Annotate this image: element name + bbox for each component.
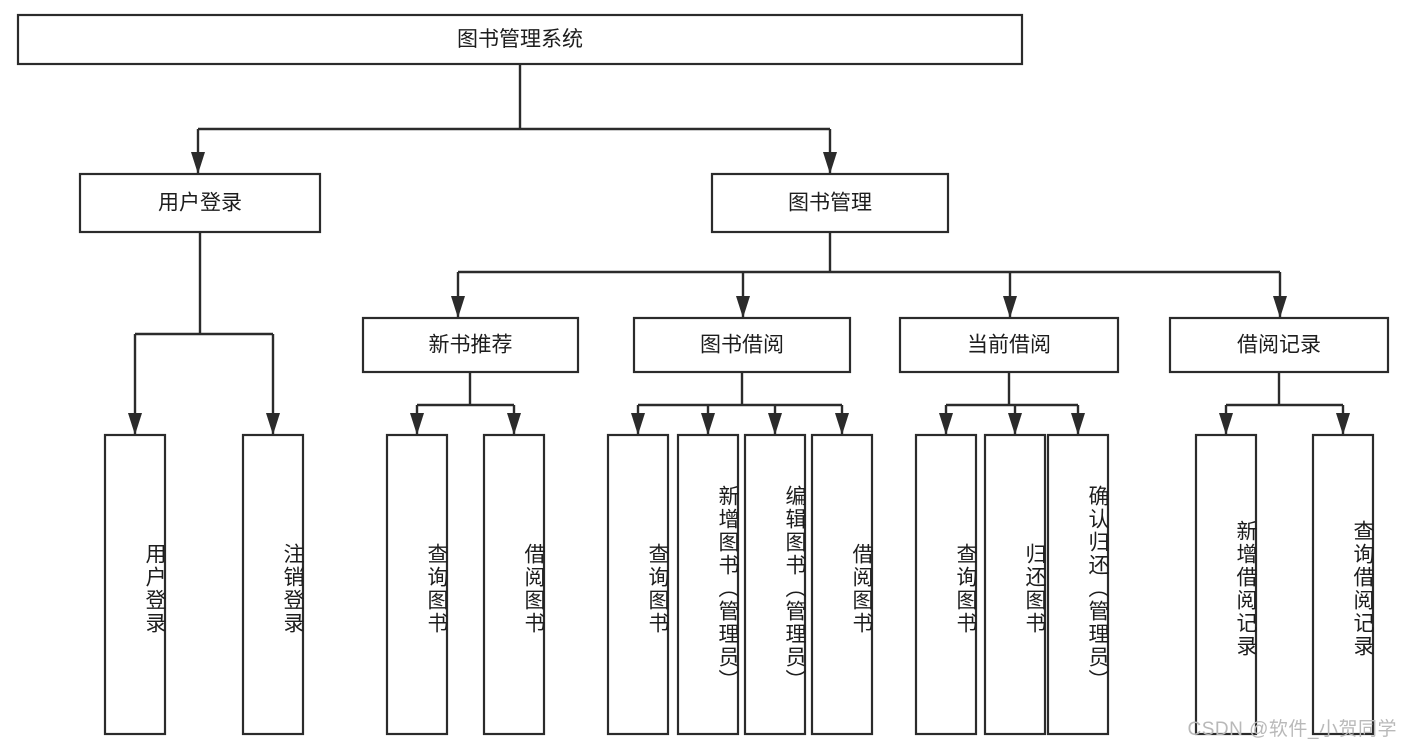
connectors-layer bbox=[128, 64, 1350, 435]
node-box[interactable] bbox=[16, 13, 1024, 66]
books-arrow-0 bbox=[451, 296, 465, 318]
node-leaf-4[interactable] bbox=[606, 433, 670, 736]
node-l3-3[interactable]: 借阅记录 bbox=[1168, 316, 1390, 374]
node-box[interactable] bbox=[1046, 433, 1110, 736]
node-l3-1[interactable]: 图书借阅 bbox=[632, 316, 852, 374]
node-label: 用户登录 bbox=[158, 192, 242, 215]
group-arrow-1-0 bbox=[631, 413, 645, 435]
node-box[interactable] bbox=[606, 433, 670, 736]
csdn-watermark: CSDN @软件_小贺同学 bbox=[1187, 719, 1397, 740]
root-arrow-1 bbox=[823, 152, 837, 174]
node-box[interactable] bbox=[1168, 316, 1390, 374]
node-box[interactable] bbox=[1194, 433, 1258, 736]
node-box[interactable] bbox=[983, 433, 1047, 736]
node-box[interactable] bbox=[743, 433, 807, 736]
group-arrow-1-1 bbox=[701, 413, 715, 435]
group-arrow-1-2 bbox=[768, 413, 782, 435]
node-box[interactable] bbox=[898, 316, 1120, 374]
books-arrow-1 bbox=[736, 296, 750, 318]
node-box[interactable] bbox=[385, 433, 449, 736]
node-leaf-9[interactable] bbox=[983, 433, 1047, 736]
login-arrow-1 bbox=[266, 413, 280, 435]
login-arrow-0 bbox=[128, 413, 142, 435]
group-arrow-0-1 bbox=[507, 413, 521, 435]
node-leaf-11[interactable] bbox=[1194, 433, 1258, 736]
node-l2-0[interactable]: 用户登录 bbox=[78, 172, 322, 234]
node-label: 新书推荐 bbox=[429, 334, 513, 357]
group-arrow-3-1 bbox=[1336, 413, 1350, 435]
node-box[interactable] bbox=[361, 316, 580, 374]
node-box[interactable] bbox=[103, 433, 167, 736]
node-box[interactable] bbox=[632, 316, 852, 374]
node-leaf-1[interactable] bbox=[241, 433, 305, 736]
node-box[interactable] bbox=[710, 172, 950, 234]
node-box[interactable] bbox=[78, 172, 322, 234]
node-label: 图书管理系统 bbox=[457, 28, 583, 51]
node-l3-0[interactable]: 新书推荐 bbox=[361, 316, 580, 374]
group-arrow-3-0 bbox=[1219, 413, 1233, 435]
group-arrow-2-2 bbox=[1071, 413, 1085, 435]
node-leaf-3[interactable] bbox=[482, 433, 546, 736]
node-box[interactable] bbox=[1311, 433, 1375, 736]
node-box[interactable] bbox=[482, 433, 546, 736]
node-label: 当前借阅 bbox=[967, 334, 1051, 357]
group-arrow-0-0 bbox=[410, 413, 424, 435]
node-l2-1[interactable]: 图书管理 bbox=[710, 172, 950, 234]
node-leaf-8[interactable] bbox=[914, 433, 978, 736]
group-arrow-1-3 bbox=[835, 413, 849, 435]
node-leaf-6[interactable] bbox=[743, 433, 807, 736]
node-box[interactable] bbox=[676, 433, 740, 736]
node-l3-2[interactable]: 当前借阅 bbox=[898, 316, 1120, 374]
group-arrow-2-1 bbox=[1008, 413, 1022, 435]
group-arrow-2-0 bbox=[939, 413, 953, 435]
node-box[interactable] bbox=[241, 433, 305, 736]
node-leaf-12[interactable] bbox=[1311, 433, 1375, 736]
node-label: 借阅记录 bbox=[1237, 334, 1321, 357]
node-label: 图书管理 bbox=[788, 192, 872, 215]
node-box[interactable] bbox=[810, 433, 874, 736]
node-root-0[interactable]: 图书管理系统 bbox=[16, 13, 1024, 66]
node-label: 图书借阅 bbox=[700, 334, 784, 357]
node-leaf-0[interactable] bbox=[103, 433, 167, 736]
node-leaf-2[interactable] bbox=[385, 433, 449, 736]
root-arrow-0 bbox=[191, 152, 205, 174]
node-leaf-7[interactable] bbox=[810, 433, 874, 736]
node-leaf-5[interactable] bbox=[676, 433, 740, 736]
books-arrow-2 bbox=[1003, 296, 1017, 318]
node-leaf-10[interactable] bbox=[1046, 433, 1110, 736]
books-arrow-3 bbox=[1273, 296, 1287, 318]
node-box[interactable] bbox=[914, 433, 978, 736]
